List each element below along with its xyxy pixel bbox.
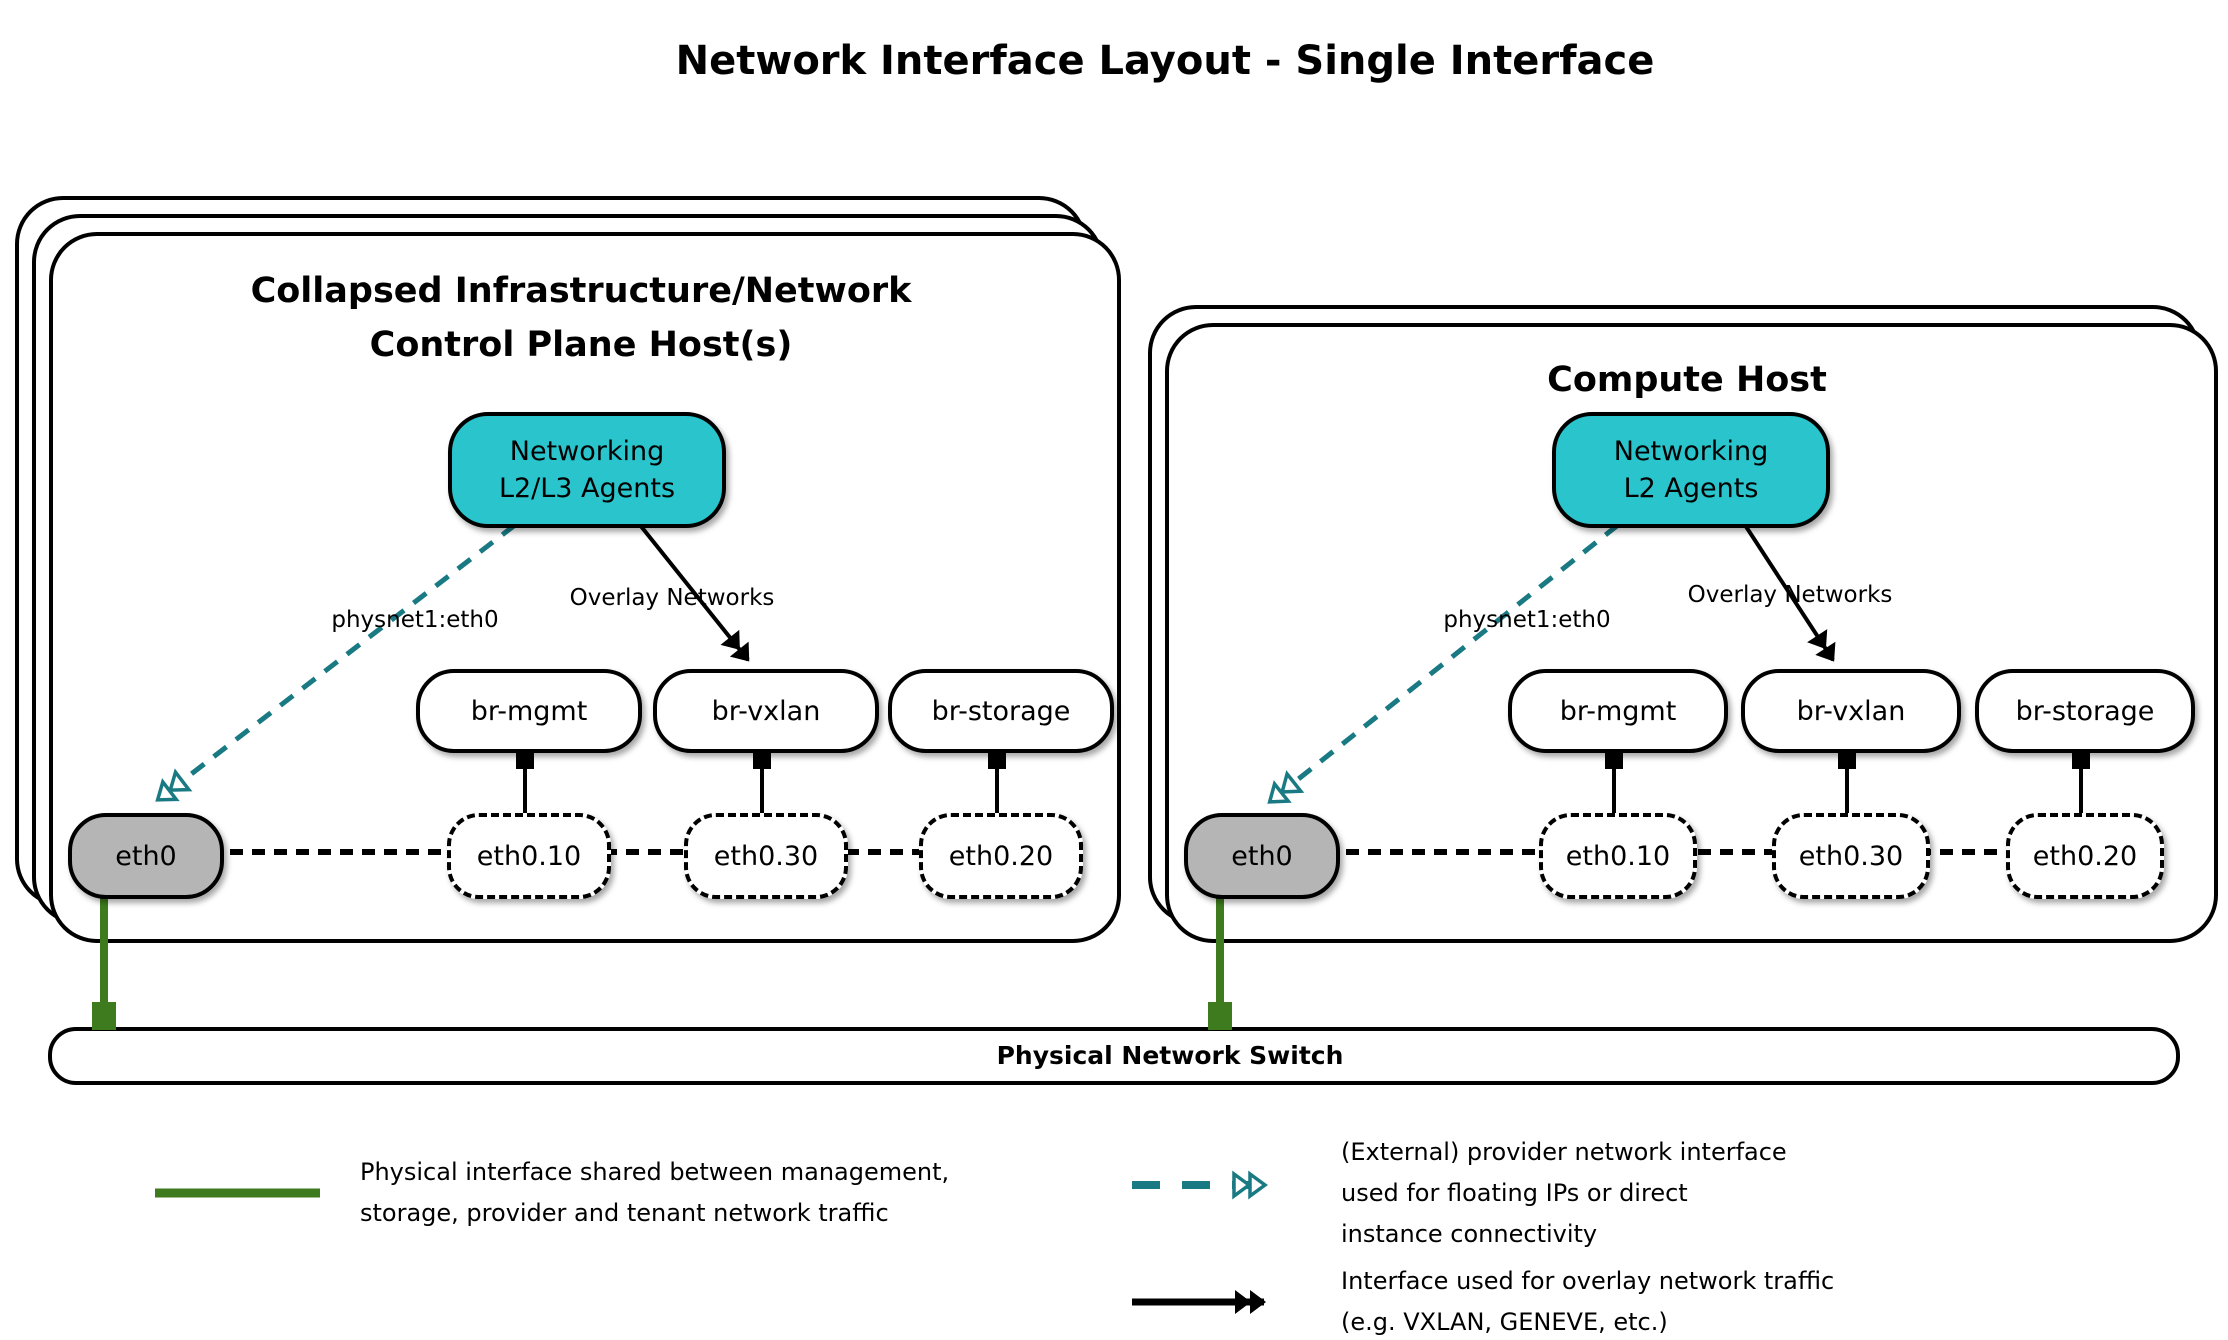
compute-interface-eth0-30: eth0.30	[1772, 813, 1930, 899]
compute-provider-arrow	[1267, 523, 1620, 804]
control-agent-line2: L2/L3 Agents	[498, 473, 676, 504]
compute-agent-line2: L2 Agents	[1623, 473, 1759, 504]
control-overlay-arrow	[638, 523, 750, 662]
compute-provider-label: physnet1:eth0	[1443, 607, 1611, 633]
legend-provider-line3: instance connectivity	[1341, 1220, 1598, 1248]
physical-network-switch-label: Physical Network Switch	[996, 1041, 1344, 1070]
compute-overlay-arrow	[1743, 523, 1836, 662]
control-networking-agents-node: Networking L2/L3 Agents	[448, 412, 726, 528]
control-bridge-br-vxlan: br-vxlan	[653, 669, 879, 753]
control-agent-line1: Networking	[509, 436, 665, 467]
legend-overlay-line1: Interface used for overlay network traff…	[1341, 1267, 1835, 1295]
control-provider-label: physnet1:eth0	[331, 607, 499, 633]
control-provider-arrow	[155, 523, 517, 802]
legend-overlay-line2: (e.g. VXLAN, GENEVE, etc.)	[1341, 1308, 1668, 1336]
compute-interface-eth0: eth0	[1184, 813, 1340, 899]
compute-bridge-br-vxlan: br-vxlan	[1741, 669, 1961, 753]
control-host-title-line2: Control Plane Host(s)	[369, 325, 793, 365]
compute-host-title-line1: Compute Host	[1547, 360, 1827, 400]
legend-physical-line1: Physical interface shared between manage…	[360, 1158, 950, 1186]
legend-overlay-interface-text: Interface used for overlay network traff…	[1341, 1261, 1834, 1340]
compute-interface-eth0-20: eth0.20	[2006, 813, 2164, 899]
control-bridge-br-storage: br-storage	[888, 669, 1114, 753]
compute-overlay-label: Overlay Networks	[1687, 582, 1893, 608]
control-interface-eth0-30: eth0.30	[684, 813, 848, 899]
control-host-title: Collapsed Infrastructure/Network Control…	[251, 264, 912, 372]
compute-interface-eth0-10: eth0.10	[1539, 813, 1697, 899]
diagram-title: Network Interface Layout - Single Interf…	[675, 38, 1655, 84]
legend-provider-line2: used for floating IPs or direct	[1341, 1179, 1688, 1207]
control-host-title-line1: Collapsed Infrastructure/Network	[250, 271, 912, 311]
compute-networking-agents-node: Networking L2 Agents	[1552, 412, 1830, 528]
control-bridge-br-mgmt: br-mgmt	[416, 669, 642, 753]
legend-provider-line1: (External) provider network interface	[1341, 1138, 1787, 1166]
legend-provider-interface-text: (External) provider network interface us…	[1341, 1132, 1787, 1255]
compute-switch-plug	[1208, 1002, 1232, 1030]
control-interface-eth0-20: eth0.20	[919, 813, 1083, 899]
control-interface-eth0-10: eth0.10	[447, 813, 611, 899]
compute-host-title: Compute Host	[1547, 353, 1827, 407]
control-switch-plug	[92, 1002, 116, 1030]
compute-bridge-br-storage: br-storage	[1975, 669, 2195, 753]
compute-bridge-br-mgmt: br-mgmt	[1508, 669, 1728, 753]
legend-physical-interface-text: Physical interface shared between manage…	[360, 1152, 949, 1234]
control-overlay-label: Overlay Networks	[569, 585, 775, 611]
legend-physical-line2: storage, provider and tenant network tra…	[360, 1199, 889, 1227]
control-interface-eth0: eth0	[68, 813, 224, 899]
physical-network-switch	[48, 1027, 2180, 1085]
compute-agent-line1: Networking	[1613, 436, 1769, 467]
